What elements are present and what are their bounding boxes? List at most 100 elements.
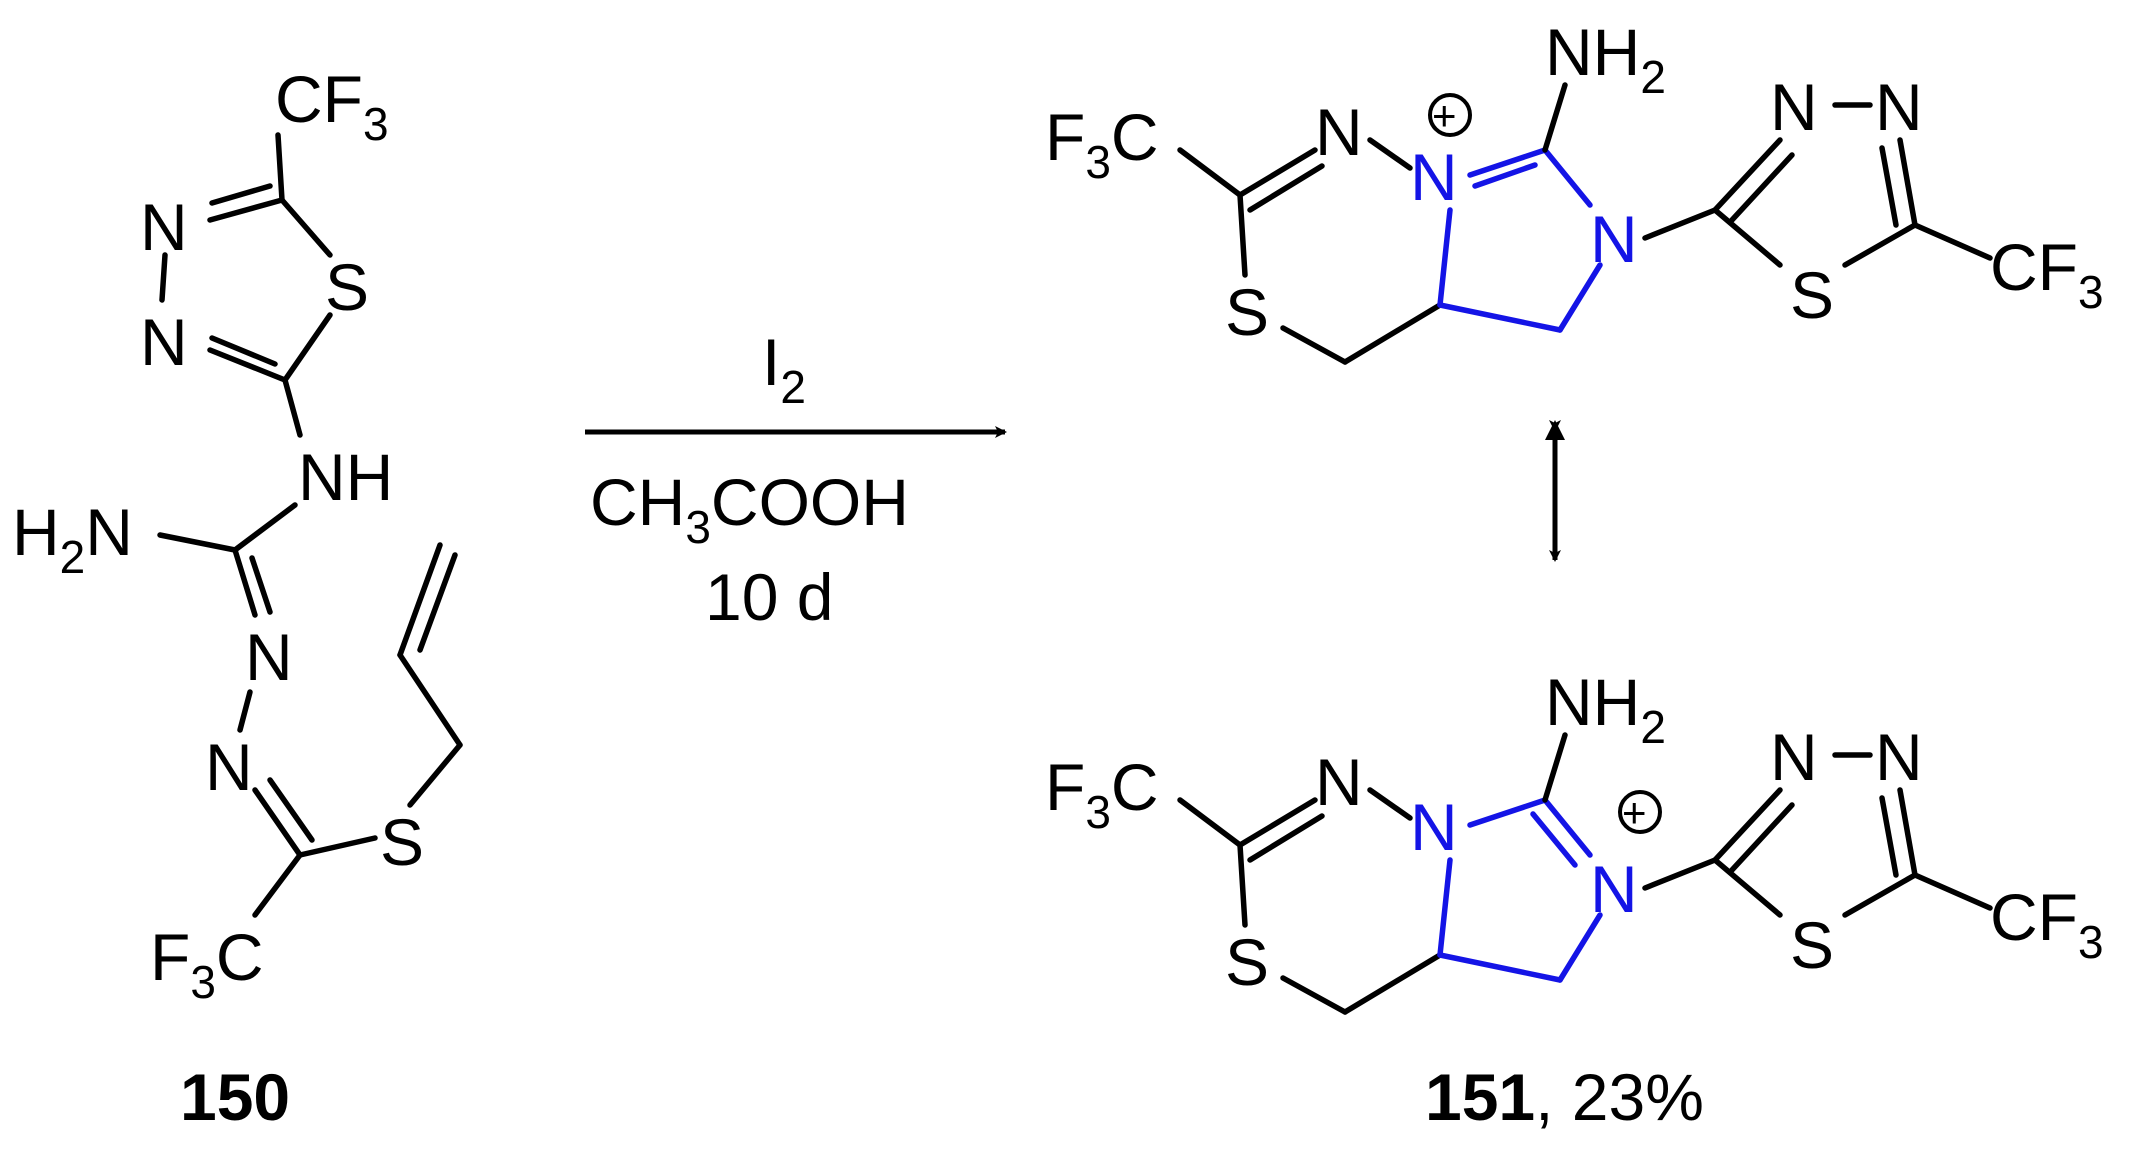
ring-n1-label: N xyxy=(140,190,188,264)
bond xyxy=(1342,952,1443,1015)
bond xyxy=(279,197,333,258)
bond xyxy=(1842,222,1918,268)
bond xyxy=(1542,147,1593,208)
bond xyxy=(1367,787,1413,821)
td-n2-label: N xyxy=(1875,70,1923,144)
bond xyxy=(1237,147,1318,198)
bond xyxy=(1437,952,1563,983)
bond xyxy=(1897,787,1918,878)
n-ring-label: N xyxy=(1410,140,1458,214)
bond xyxy=(1879,145,1899,228)
td-n1-label: N xyxy=(1770,70,1818,144)
bond xyxy=(1557,262,1603,333)
ring-s-label: S xyxy=(325,250,369,324)
td-n2-label: N xyxy=(1875,720,1923,794)
bond xyxy=(1557,912,1603,983)
bond xyxy=(1280,325,1348,365)
charge-symbol: + xyxy=(1432,92,1457,139)
s-ring-label: S xyxy=(1225,925,1269,999)
bond xyxy=(1177,797,1243,848)
bond xyxy=(1729,152,1795,223)
bond xyxy=(209,335,278,367)
bond xyxy=(1897,137,1918,228)
bond xyxy=(1542,82,1568,153)
bond xyxy=(1712,857,1783,918)
time-label: 10 d xyxy=(705,560,833,634)
bond xyxy=(1437,302,1563,333)
h2n-label: H2N xyxy=(12,495,133,583)
charge-circle xyxy=(1618,790,1662,834)
bond xyxy=(1247,813,1325,863)
bond xyxy=(237,689,253,733)
bond xyxy=(1467,797,1548,828)
n-chain-label: N xyxy=(1315,745,1363,819)
bond xyxy=(159,252,168,303)
f3c-label: F3C xyxy=(1045,100,1159,188)
n-imid-label: N xyxy=(1590,852,1638,926)
bond xyxy=(1642,857,1718,891)
bond xyxy=(1712,787,1783,863)
bond xyxy=(232,547,258,618)
bond xyxy=(1342,302,1443,365)
nh2-label: NH2 xyxy=(1545,15,1666,103)
bond xyxy=(157,532,238,553)
bond xyxy=(1437,207,1453,308)
bond xyxy=(1530,811,1578,868)
n-ring-label: N xyxy=(1410,790,1458,864)
bond xyxy=(297,835,378,858)
bond xyxy=(1237,797,1318,848)
bond xyxy=(282,377,303,438)
hydrazone-n1-label: N xyxy=(245,620,293,694)
bond xyxy=(397,542,443,658)
bond xyxy=(1542,797,1593,858)
bond xyxy=(1712,207,1783,268)
cf3-bottom-label: F3C xyxy=(150,920,264,1008)
solvent-label: CH3COOH xyxy=(590,465,909,553)
compound-151-structure-a: F3C N S N + N NH2 N N S CF3 xyxy=(1045,15,2104,365)
resonance-arrow-head-top xyxy=(1545,420,1565,440)
bond xyxy=(1879,795,1899,878)
bond xyxy=(1712,137,1783,213)
s-ring-label: S xyxy=(1225,275,1269,349)
bond xyxy=(1237,192,1248,278)
bond xyxy=(417,552,458,653)
bond xyxy=(252,852,303,918)
n-imid-label: N xyxy=(1590,202,1638,276)
bond xyxy=(1912,872,1993,911)
bond xyxy=(1367,137,1413,171)
bond xyxy=(1237,842,1248,928)
compound-150-id: 150 xyxy=(180,1060,290,1134)
bond xyxy=(1280,975,1348,1015)
compound-151-structure-b: F3C N S N N + NH2 N N S CF3 xyxy=(1045,665,2104,1015)
thio-s-label: S xyxy=(380,805,424,879)
bond xyxy=(249,555,273,615)
charge-symbol: + xyxy=(1622,789,1647,836)
bond xyxy=(1467,147,1548,178)
bond xyxy=(252,787,303,858)
reagent-i2: I2 xyxy=(762,325,806,413)
td-s-label: S xyxy=(1790,258,1834,332)
bond xyxy=(207,347,288,383)
charge-circle xyxy=(1428,93,1472,137)
bond xyxy=(207,197,285,223)
bond xyxy=(209,183,273,206)
ring-n2-label: N xyxy=(140,305,188,379)
cf3-top-label: CF3 xyxy=(275,62,389,150)
bond xyxy=(282,312,333,383)
compound-150: CF3 N N S NH H2N N N F3C S xyxy=(12,62,463,1134)
bond xyxy=(1729,802,1795,873)
bond xyxy=(1542,732,1568,803)
hydrazone-n2-label: N xyxy=(205,730,253,804)
reaction-arrow-group: I2 CH3COOH 10 d xyxy=(585,325,1007,634)
f3c-label: F3C xyxy=(1045,750,1159,838)
n-chain-label: N xyxy=(1315,95,1363,169)
bond xyxy=(1472,162,1538,189)
bond xyxy=(1437,857,1453,958)
nh2-label: NH2 xyxy=(1545,665,1666,753)
bond xyxy=(1177,147,1243,198)
compound-151-caption: 151, 23% xyxy=(1425,1060,1704,1134)
bond xyxy=(232,502,298,553)
td-s-label: S xyxy=(1790,908,1834,982)
cf3-right-label: CF3 xyxy=(1990,880,2104,968)
